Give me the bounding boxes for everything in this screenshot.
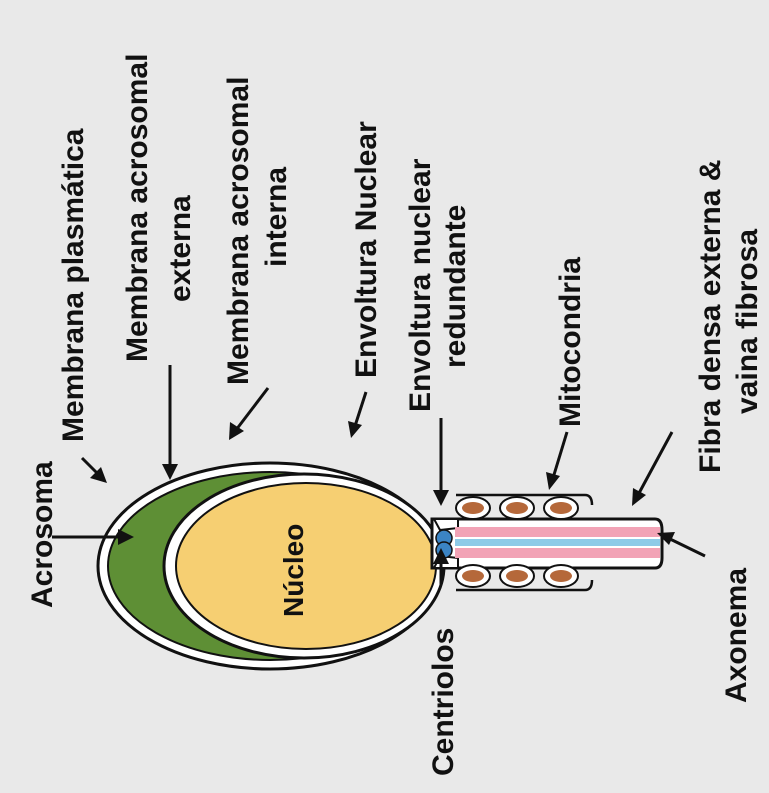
label-membrana-plasmatica: Membrana plasmática xyxy=(57,128,90,442)
label-centriolos: Centriolos xyxy=(427,628,460,776)
arrow-membrana-acrosomal-externa xyxy=(162,365,178,480)
dense-fiber-bottom xyxy=(455,548,660,558)
mitochondria-top-row xyxy=(456,497,578,519)
arrow-membrana-plasmatica xyxy=(82,458,107,483)
label-membrana-acrosomal-interna-1: Membrana acrosomal xyxy=(222,77,255,385)
label-envoltura-redundante-2: redundante xyxy=(439,205,472,368)
label-membrana-acrosomal-interna-2: interna xyxy=(260,167,293,267)
label-membrana-acrosomal-externa-2: externa xyxy=(164,195,197,302)
arrow-membrana-acrosomal-interna xyxy=(229,388,268,440)
label-envoltura-redundante-1: Envoltura nuclear xyxy=(404,158,437,412)
dense-fiber-top xyxy=(455,527,660,537)
arrow-mitocondria xyxy=(546,432,567,490)
arrow-envoltura-redundante xyxy=(433,418,449,506)
label-nucleo: Núcleo xyxy=(278,524,309,617)
mitochondria-bottom-row xyxy=(456,565,578,587)
label-fibra-2: vaina fibrosa xyxy=(731,229,764,414)
label-membrana-acrosomal-externa-1: Membrana acrosomal xyxy=(121,54,154,362)
arrow-envoltura-nuclear xyxy=(348,392,366,438)
label-axonema: Axonema xyxy=(720,568,753,703)
arrow-fibra xyxy=(632,432,672,506)
arrow-acrosoma xyxy=(52,529,134,545)
label-acrosoma: Acrosoma xyxy=(26,461,59,608)
label-fibra-1: Fibra densa externa & xyxy=(694,160,727,473)
label-mitocondria: Mitocondria xyxy=(554,257,587,427)
label-envoltura-nuclear: Envoltura Nuclear xyxy=(350,121,383,378)
axoneme xyxy=(455,539,660,546)
arrow-axonema xyxy=(657,532,705,556)
